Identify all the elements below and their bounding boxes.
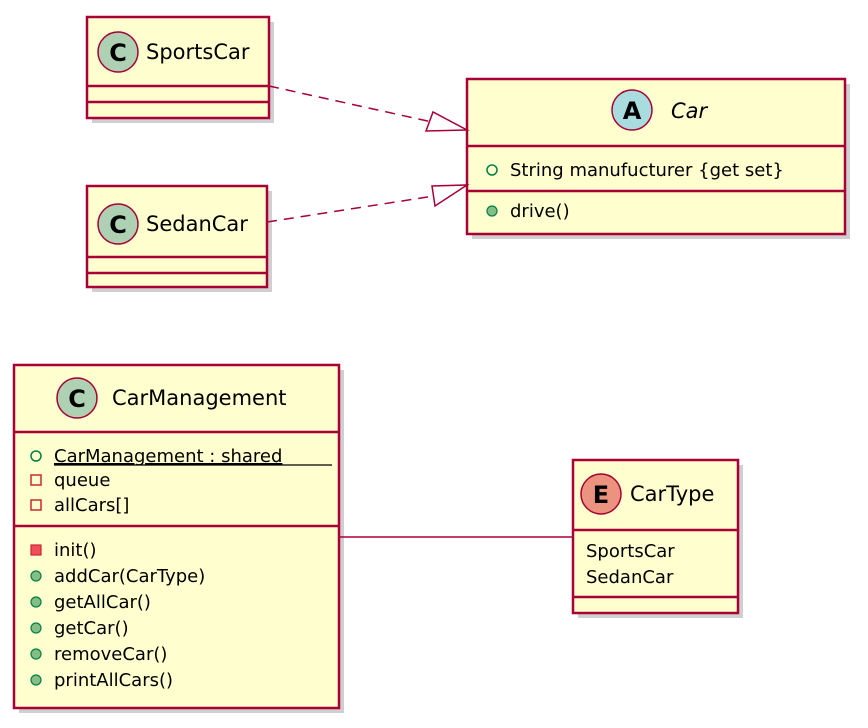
public-method-icon [30, 622, 42, 634]
class-badge-icon [97, 203, 139, 245]
class-name: SedanCar [146, 212, 248, 236]
class-sedancar[interactable]: C SedanCar [85, 184, 272, 292]
public-field-icon [486, 164, 498, 176]
public-method-icon [486, 205, 498, 217]
class-badge-letter: C [68, 385, 86, 413]
public-method-icon [30, 648, 42, 660]
method-printallcars: printAllCars() [54, 670, 173, 691]
abstract-badge-letter: A [623, 97, 642, 125]
class-badge-letter: C [109, 211, 127, 239]
private-method-icon [30, 544, 42, 556]
method-getallcar: getAllCar() [54, 592, 151, 613]
field-allcars: allCars[] [54, 495, 129, 516]
inheritance-arrowhead [431, 184, 470, 208]
method-init: init() [54, 540, 97, 561]
enum-badge-letter: E [593, 481, 609, 509]
class-badge-letter: C [109, 39, 127, 67]
class-sportscar[interactable]: C SportsCar [85, 15, 274, 123]
class-name: CarManagement [112, 386, 287, 410]
inheritance-arrowhead [424, 110, 470, 132]
class-name: CarType [630, 482, 714, 506]
abstract-badge-icon [611, 89, 653, 131]
method-getcar: getCar() [54, 618, 129, 639]
enum-value-sportscar: SportsCar [586, 541, 675, 562]
method-drive: drive() [510, 201, 570, 222]
enum-cartype[interactable]: E CarType SportsCar SedanCar [571, 458, 743, 618]
enum-badge-icon [580, 473, 622, 515]
class-name: SportsCar [146, 40, 250, 64]
private-field-icon [30, 499, 42, 511]
realization-sedancar-car [266, 184, 470, 223]
private-field-icon [30, 474, 42, 486]
public-method-icon [30, 596, 42, 608]
class-name: Car [671, 99, 709, 123]
method-removecar: removeCar() [54, 644, 167, 665]
class-badge-icon [97, 31, 139, 73]
field-queue: queue [54, 470, 110, 491]
class-car[interactable]: A Car String manufucturer {get set} driv… [465, 77, 850, 239]
class-badge-icon [56, 377, 98, 419]
class-carmanagement[interactable]: C CarManagement CarManagement : shared q… [12, 363, 344, 713]
enum-value-sedancar: SedanCar [586, 567, 674, 588]
realization-sportscar-car [268, 85, 470, 132]
public-method-icon [30, 570, 42, 582]
public-field-icon [30, 450, 42, 462]
public-method-icon [30, 674, 42, 686]
field-manufacturer: String manufucturer {get set} [510, 160, 784, 181]
method-addcar: addCar(CarType) [54, 566, 205, 587]
field-shared: CarManagement : shared [54, 446, 282, 467]
